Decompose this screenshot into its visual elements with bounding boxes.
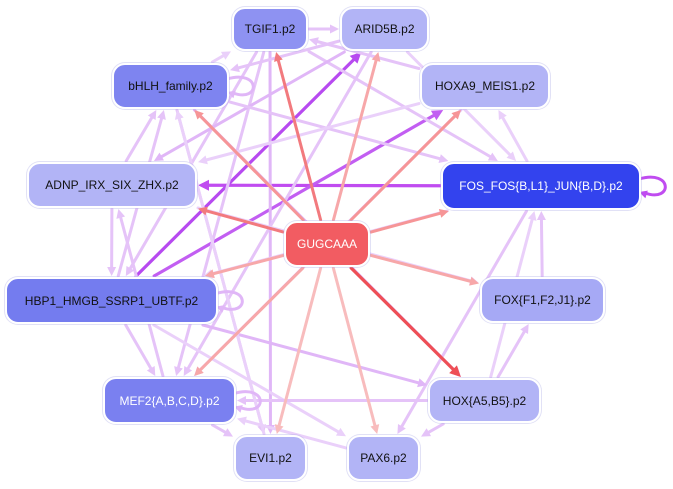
edge-hoxa9-tgif1	[309, 37, 421, 71]
node-label: TGIF1.p2	[244, 22, 296, 36]
edge-bhlh-fos	[228, 100, 449, 163]
node-arid5b[interactable]: ARID5B.p2	[340, 7, 429, 51]
edge-hbp1-arid5b	[134, 52, 362, 278]
edge-tgif1-hbp1	[125, 50, 259, 276]
edge-hbp1-mef2	[124, 323, 156, 376]
node-gugcaaa[interactable]: GUGCAAA	[284, 221, 370, 267]
edge-adnp-bhlh	[124, 110, 157, 163]
node-label: FOS_FOS{B,L1}_JUN{B,D}.p2	[459, 179, 623, 193]
edge-hbp1-hox	[201, 323, 427, 388]
node-fox-f1-f2-j1[interactable]: FOX{F1,F2,J1}.p2	[480, 277, 605, 323]
edge-center-evi1	[274, 266, 323, 434]
node-label: FOX{F1,F2,J1}.p2	[494, 293, 591, 307]
edge-tgif1-evi1	[265, 50, 275, 434]
node-hoxa9-meis1[interactable]: HOXA9_MEIS1.p2	[420, 63, 550, 109]
node-mef2-abcd[interactable]: MEF2{A,B,C,D}.p2	[103, 377, 236, 424]
node-label: HOX{A5,B5}.p2	[442, 393, 527, 408]
edge-arid5b-bhlh	[230, 39, 341, 73]
node-adnp-irx-six-zhx[interactable]: ADNP_IRX_SIX_ZHX.p2	[27, 162, 197, 208]
edge-tgif1-fos	[307, 50, 498, 161]
edge-fos-adnp	[198, 179, 442, 191]
edge-center-tgif1	[274, 52, 323, 222]
edge-hox-mef2	[237, 396, 429, 405]
edge-fox-fos	[536, 211, 546, 278]
edge-hox-fox	[496, 324, 529, 379]
self-loop-bhlh	[226, 75, 255, 99]
node-label: EVI1.p2	[249, 451, 292, 465]
edge-bhlh-tgif1	[210, 51, 231, 64]
edge-mef2-evi1	[211, 423, 233, 437]
node-hox-a5-b5[interactable]: HOX{A5,B5}.p2	[428, 378, 541, 423]
edge-center-bhlh	[194, 110, 305, 222]
edge-adnp-hbp1	[107, 207, 117, 276]
node-evi1[interactable]: EVI1.p2	[234, 435, 307, 481]
edge-hbp1-hoxa9	[152, 110, 444, 278]
self-loop-hbp1	[215, 290, 244, 313]
node-label: GUGCAAA	[296, 237, 357, 251]
edge-center-hbp1	[204, 254, 285, 279]
node-label: PAX6.p2	[360, 451, 407, 465]
node-label: HOXA9_MEIS1.p2	[434, 79, 536, 93]
node-tgif1[interactable]: TGIF1.p2	[232, 7, 308, 51]
edge-fos-hoxa9	[498, 110, 529, 163]
node-hbp1-hmgb-ssrp1-ubtf[interactable]: HBP1_HMGB_SSRP1_UBTF.p2	[5, 277, 218, 324]
node-label: MEF2{A,B,C,D}.p2	[119, 393, 220, 408]
edge-arid5b-mef2	[183, 50, 373, 376]
edge-center-arid5b	[331, 52, 381, 222]
edge-center-adnp	[198, 206, 285, 234]
node-label: bHLH_family.p2	[128, 79, 213, 93]
self-loop-fos	[638, 175, 667, 199]
node-label: HBP1_HMGB_SSRP1_UBTF.p2	[24, 293, 199, 308]
edge-center-hoxa9	[349, 110, 461, 222]
edge-hox-pax6	[421, 422, 445, 437]
edge-hoxa9-adnp	[198, 102, 421, 165]
self-loop-mef2	[233, 390, 262, 413]
node-label: ARID5B.p2	[354, 22, 415, 36]
edge-hbp1-pax6	[152, 323, 346, 437]
node-fos-jun[interactable]: FOS_FOS{B,L1}_JUN{B,D}.p2	[441, 162, 641, 210]
edge-center-pax6	[331, 266, 380, 434]
edge-center-fox	[369, 253, 479, 286]
edge-pax6-mef2	[237, 416, 348, 450]
node-pax6[interactable]: PAX6.p2	[347, 435, 420, 481]
edge-fos-pax6	[397, 209, 529, 434]
edge-tgif1-arid5b	[307, 24, 339, 34]
node-bhlh-family[interactable]: bHLH_family.p2	[112, 63, 229, 109]
edge-center-fos	[369, 209, 449, 234]
edge-center-mef2	[194, 266, 305, 376]
edge-arid5b-adnp	[153, 50, 346, 161]
node-label: ADNP_IRX_SIX_ZHX.p2	[45, 178, 179, 192]
edge-center-hox	[349, 266, 461, 377]
